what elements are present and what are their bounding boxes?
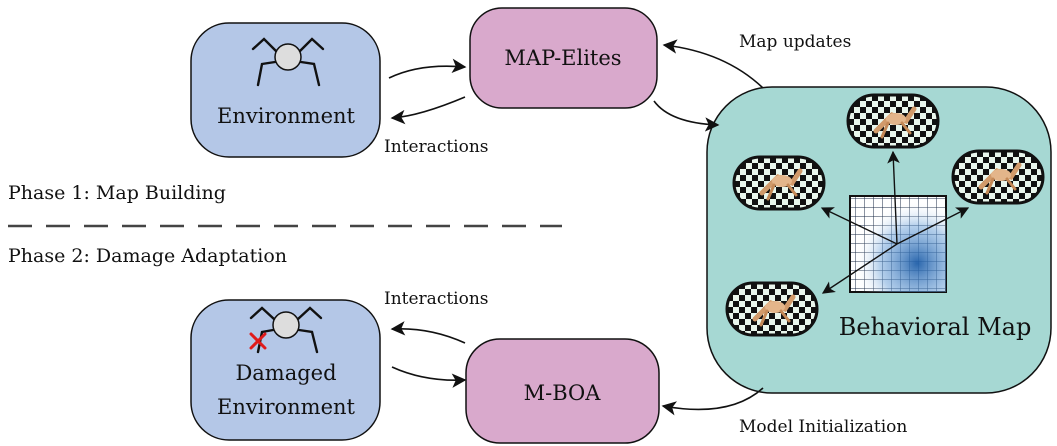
interaction-arrows-phase2 bbox=[390, 321, 467, 388]
red-x-icon bbox=[249, 332, 267, 350]
robot-thumbnail-bottom-left bbox=[727, 283, 817, 335]
map-elites-label: MAP-Elites bbox=[504, 46, 621, 70]
map-updates-label: Map updates bbox=[739, 32, 851, 52]
hexapod-robot-icon bbox=[249, 306, 323, 354]
robot-thumbnail-right bbox=[953, 151, 1043, 203]
interactions-label-phase1: Interactions bbox=[384, 137, 489, 157]
environment-label: Environment bbox=[217, 104, 356, 128]
damaged-environment-label-2: Environment bbox=[217, 395, 356, 419]
model-initialization-label: Model Initialization bbox=[739, 417, 907, 437]
map-elites-box bbox=[469, 7, 658, 109]
behavioral-map-label: Behavioral Map bbox=[839, 313, 1032, 341]
interaction-arrows-phase1 bbox=[388, 58, 467, 125]
grid-arrows bbox=[820, 150, 970, 294]
mboa-label: M-BOA bbox=[524, 381, 602, 405]
phase1-label: Phase 1: Map Building bbox=[8, 182, 226, 204]
interactions-label-phase2: Interactions bbox=[384, 289, 489, 309]
hexapod-robot-icon bbox=[251, 37, 325, 87]
robot-thumbnail-left bbox=[734, 157, 824, 209]
damaged-environment-box bbox=[190, 299, 381, 441]
map-elites-to-map-arrow bbox=[653, 100, 720, 132]
model-initialization-arrow bbox=[661, 387, 764, 416]
damaged-environment-label-1: Damaged bbox=[235, 361, 336, 385]
mboa-box bbox=[465, 338, 660, 444]
robot-thumbnail-top bbox=[848, 95, 938, 147]
map-updates-arrow bbox=[662, 39, 764, 89]
phase2-label: Phase 2: Damage Adaptation bbox=[8, 245, 287, 267]
environment-box bbox=[190, 22, 381, 158]
